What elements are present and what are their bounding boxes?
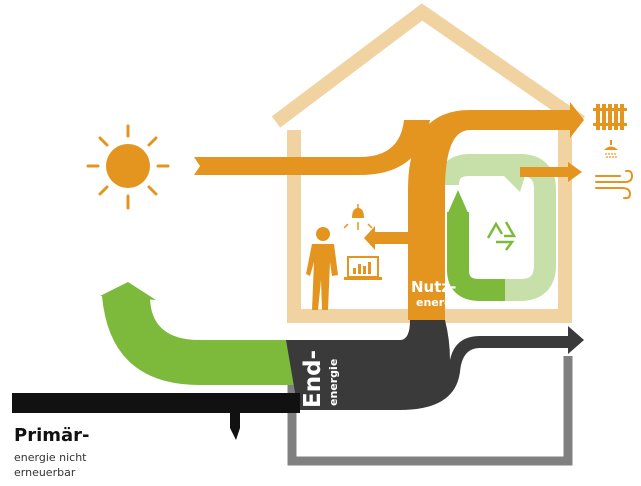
end-energy-main: End- xyxy=(300,350,326,408)
solar-input-flow xyxy=(194,120,430,175)
shower-icon xyxy=(604,140,618,158)
lighting-branch-flow xyxy=(364,226,408,250)
renewable-input-tip xyxy=(100,282,156,300)
primary-energy-subtitle-line2: erneuerbar xyxy=(14,466,76,479)
renewable-loop-arrow-green xyxy=(447,190,469,215)
person-icon xyxy=(306,227,338,310)
sun-icon xyxy=(86,124,170,210)
useful-energy-main: Nutz- xyxy=(411,278,456,296)
end-energy-sub: energie xyxy=(327,359,340,406)
useful-energy-sub: energie xyxy=(416,296,463,309)
wind-icon xyxy=(595,169,634,200)
primary-energy-subtitle: energie nicht erneuerbar xyxy=(14,450,134,480)
recycle-icon xyxy=(470,195,530,265)
renewable-loop-green xyxy=(447,212,505,301)
laptop-chart-icon xyxy=(344,256,382,280)
lamp-icon xyxy=(343,204,373,230)
primary-energy-title: Primär- xyxy=(14,425,90,446)
house-outline xyxy=(271,3,585,323)
primary-energy-flow xyxy=(12,393,300,440)
useful-energy-flow xyxy=(408,102,584,320)
final-energy-flow xyxy=(286,320,584,410)
primary-energy-subtitle-line1: energie nicht xyxy=(14,451,87,464)
end-energy-label: End- energie xyxy=(300,350,340,408)
hot-water-branch-flow xyxy=(520,162,582,182)
renewable-input-flow xyxy=(102,296,296,385)
radiator-icon xyxy=(593,104,627,130)
